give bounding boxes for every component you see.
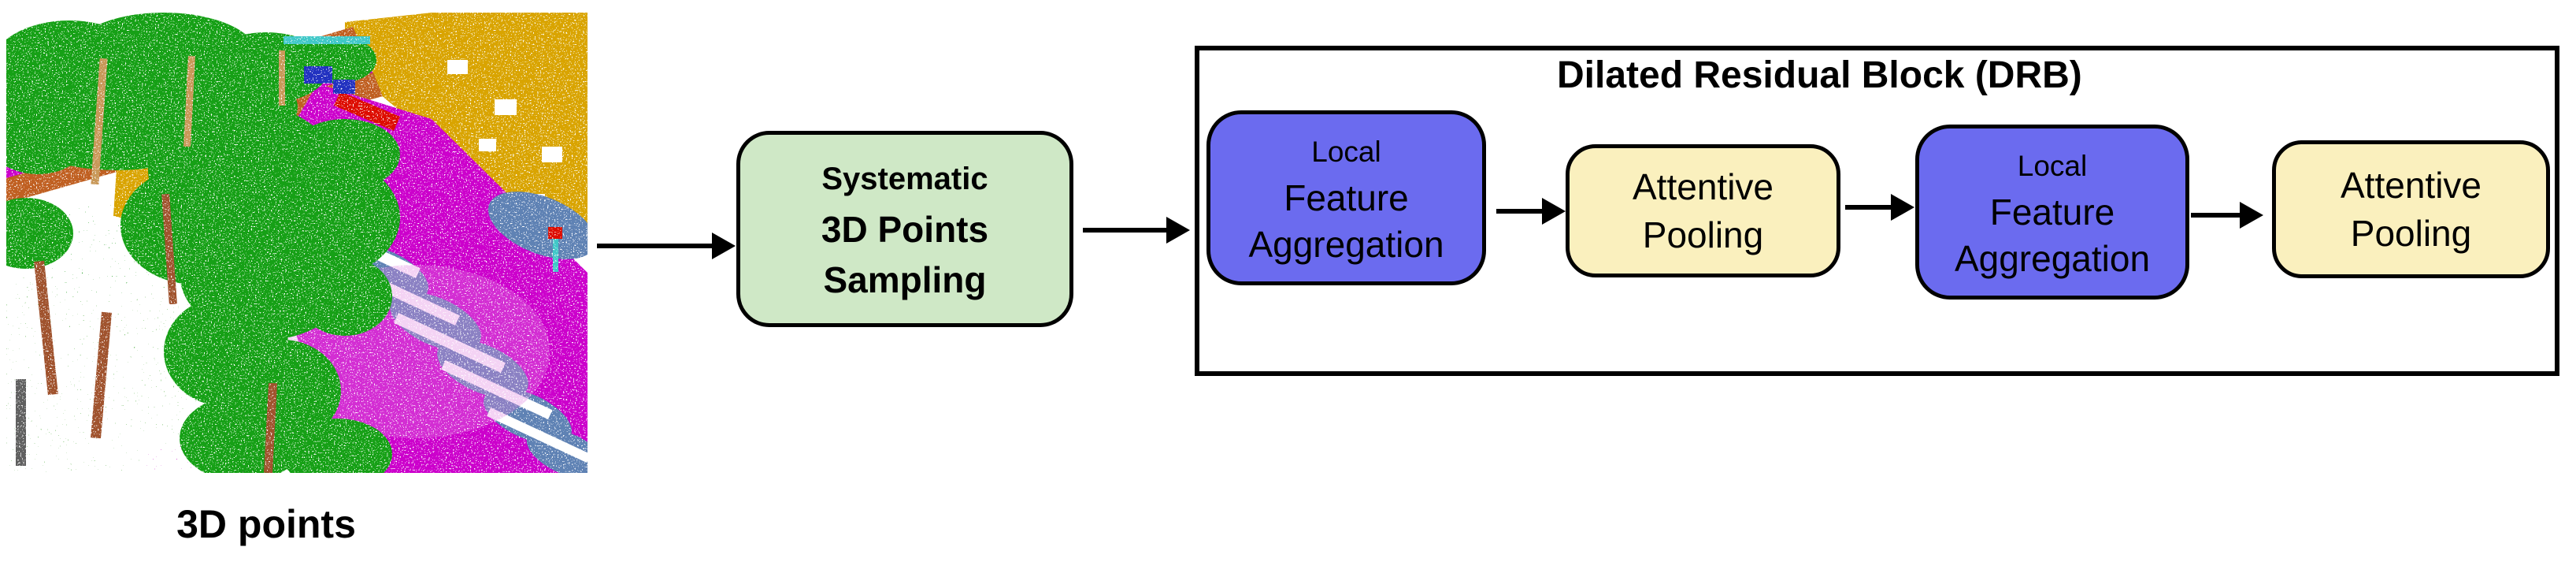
ap-block-1-line2: Pooling <box>1642 214 1764 255</box>
arrow-lfa2-to-ap2-line <box>2191 213 2241 218</box>
point-cloud-image <box>0 13 608 490</box>
lfa-block-1-line1: Local <box>1311 135 1381 168</box>
arrow-sampling-to-drb-line <box>1083 228 1168 233</box>
arrow-ap1-to-lfa2-head <box>1891 194 1914 221</box>
ap-block-1-line1: Attentive <box>1633 166 1774 207</box>
attentive-pooling-block-1: Attentive Pooling <box>1566 144 1840 277</box>
arrow-lfa1-to-ap1-line <box>1496 209 1544 214</box>
ap-block-2-line1: Attentive <box>2341 164 2481 206</box>
attentive-pooling-block-2: Attentive Pooling <box>2272 140 2550 278</box>
sampling-box-line1: Systematic <box>821 161 988 196</box>
ap-block-2-line2: Pooling <box>2350 212 2472 254</box>
arrow-lfa2-to-ap2-head <box>2240 202 2263 229</box>
drb-container <box>1195 46 2559 376</box>
lfa-block-2-line3: Aggregation <box>1954 237 2151 279</box>
lfa-block-2: Local Feature Aggregation <box>1915 125 2189 300</box>
arrow-lfa1-to-ap1-head <box>1542 198 1566 225</box>
drb-title: Dilated Residual Block (DRB) <box>1557 54 2082 96</box>
point-cloud-caption: 3D points <box>176 502 356 546</box>
point-cloud-svg <box>0 13 608 490</box>
sampling-box-line2: 3D Points <box>821 208 989 250</box>
lfa-block-1-line3: Aggregation <box>1248 223 1444 265</box>
arrow-input-to-sampling-line <box>597 244 713 248</box>
lfa-block-2-line1: Local <box>2017 149 2088 182</box>
arrow-ap1-to-lfa2-line <box>1845 205 1892 210</box>
lfa-block-1: Local Feature Aggregation <box>1206 110 1486 285</box>
sampling-box-line3: Sampling <box>823 259 987 300</box>
arrow-sampling-to-drb-head <box>1166 217 1190 244</box>
sampling-box: Systematic 3D Points Sampling <box>736 131 1073 327</box>
lfa-block-1-line2: Feature <box>1284 177 1409 218</box>
arrow-input-to-sampling-head <box>712 233 736 259</box>
lfa-block-2-line2: Feature <box>1989 191 2115 233</box>
